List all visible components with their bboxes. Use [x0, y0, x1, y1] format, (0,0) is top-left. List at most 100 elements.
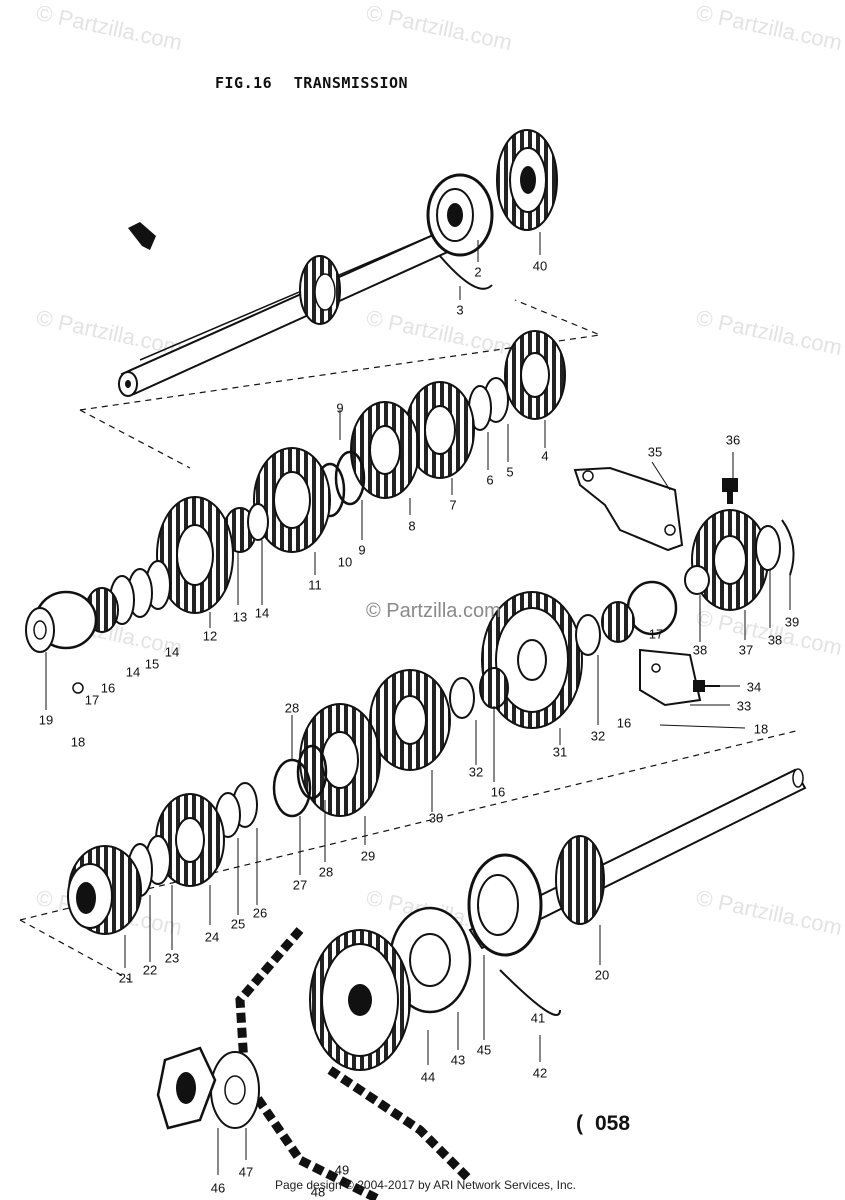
lock-washer-47	[210, 1051, 260, 1129]
callout-label: 15	[144, 656, 160, 672]
callout-label: 12	[202, 628, 218, 644]
callout-label: 14	[254, 605, 270, 621]
bracket-33	[639, 648, 702, 707]
gear-8	[350, 401, 420, 499]
callout-label: 11	[308, 577, 322, 593]
callout-label: 10	[337, 554, 353, 570]
callout-label: 47	[238, 1164, 254, 1180]
callout-label: 19	[38, 712, 54, 728]
callout-label: 14	[125, 664, 141, 680]
gear-37	[691, 509, 769, 611]
figure-title: FIG.16 TRANSMISSION	[215, 74, 408, 92]
callout-label: 28	[318, 864, 334, 880]
callout-label: 5	[506, 464, 514, 480]
callout-label: 24	[204, 929, 220, 945]
callout-label: 7	[449, 497, 457, 513]
countershaft	[118, 230, 454, 397]
gear-12	[156, 496, 234, 614]
washer-32	[449, 614, 601, 719]
callout-label: 16	[490, 784, 506, 800]
callout-label: 25	[230, 916, 246, 932]
callout-label: 30	[428, 810, 444, 826]
callout-label: 34	[746, 679, 762, 695]
circlip-39	[781, 519, 795, 576]
callout-label: 48	[310, 1184, 326, 1200]
washers-14-15	[109, 560, 171, 625]
callout-label: 38	[692, 642, 708, 658]
callout-label: 27	[292, 877, 308, 893]
callout-label: 33	[736, 698, 752, 714]
callout-label: 32	[468, 764, 484, 780]
gear-4	[504, 330, 566, 420]
callout-label: 20	[594, 967, 610, 983]
callout-label: 32	[590, 728, 606, 744]
callout-label: 18	[753, 721, 769, 737]
drawing-code-prefix: (	[576, 1112, 583, 1135]
circlip-41	[499, 969, 561, 1016]
screw-34	[693, 680, 720, 692]
callout-label: 16	[100, 680, 116, 696]
callout-label: 9	[358, 542, 366, 558]
callout-label: 6	[486, 472, 494, 488]
callout-label: 17	[648, 626, 664, 642]
callout-label: 14	[164, 644, 180, 660]
drawing-code-number: 058	[595, 1112, 631, 1135]
figure-section-title: TRANSMISSION	[293, 74, 409, 92]
callout-label: 40	[532, 258, 548, 274]
callout-label: 46	[210, 1180, 226, 1196]
callout-label: 35	[647, 444, 663, 460]
callout-label: 43	[450, 1052, 466, 1068]
nut-46	[156, 1046, 217, 1130]
callout-label: 44	[420, 1069, 436, 1085]
callout-label: 22	[142, 962, 158, 978]
callout-label: 31	[552, 744, 568, 760]
bearing-17-16-right	[601, 580, 678, 643]
callout-label: 13	[232, 609, 248, 625]
callout-label: 18	[70, 734, 86, 750]
assembly-guide-lines	[19, 299, 801, 981]
main-shaft-20	[468, 768, 807, 950]
callout-label: 29	[360, 848, 376, 864]
callout-label: 38	[767, 632, 783, 648]
callout-label: 4	[541, 448, 549, 464]
gear-40	[496, 129, 558, 231]
gear-24	[155, 793, 225, 887]
callout-label: 39	[784, 614, 800, 630]
callout-label: 42	[532, 1065, 548, 1081]
callout-label: 3	[456, 302, 464, 318]
gear-21	[67, 845, 142, 935]
direction-arrow-icon	[128, 222, 156, 250]
gear-30	[369, 669, 451, 771]
callout-label: 2	[474, 264, 482, 280]
washer-38	[684, 525, 781, 595]
callout-label: 17	[84, 692, 100, 708]
pin-18	[72, 682, 84, 694]
circlip-3	[439, 255, 493, 290]
callout-leader-lines	[45, 232, 791, 1175]
screw-36	[722, 478, 738, 504]
sprocket-44	[309, 929, 411, 1071]
callout-label: 28	[284, 700, 300, 716]
callout-label: 23	[164, 950, 180, 966]
bearing-45	[467, 853, 543, 957]
callout-label: 26	[252, 905, 268, 921]
callout-label: 21	[118, 970, 134, 986]
ball-bearing-2	[426, 173, 494, 257]
bearing-16-17	[25, 587, 119, 653]
washer-5-6	[468, 377, 509, 431]
callout-label: 49	[334, 1162, 350, 1178]
callout-label: 41	[530, 1010, 546, 1026]
drawing-code: (058	[576, 1112, 630, 1136]
bearing-16-middle	[479, 667, 509, 709]
gear-11	[253, 447, 331, 553]
callout-label: 37	[738, 642, 754, 658]
gear-29	[299, 703, 381, 817]
callout-label: 36	[725, 432, 741, 448]
callout-label: 8	[408, 518, 416, 534]
page-footer-copyright: Page design © 2004-2017 by ARI Network S…	[275, 1178, 577, 1192]
bracket-35	[573, 466, 684, 552]
callout-label: 45	[476, 1042, 492, 1058]
callout-label: 9	[336, 400, 344, 416]
